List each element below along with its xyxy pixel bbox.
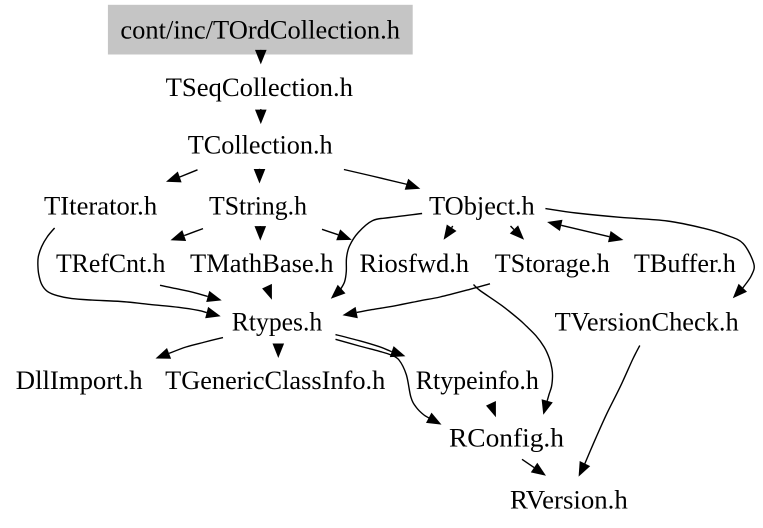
svg-text:DllImport.h: DllImport.h — [16, 365, 143, 395]
svg-text:TGenericClassInfo.h: TGenericClassInfo.h — [165, 365, 385, 395]
svg-text:cont/inc/TOrdCollection.h: cont/inc/TOrdCollection.h — [120, 15, 400, 45]
svg-text:TSeqCollection.h: TSeqCollection.h — [166, 72, 353, 102]
svg-text:Rtypeinfo.h: Rtypeinfo.h — [416, 365, 539, 395]
svg-text:TObject.h: TObject.h — [429, 191, 535, 221]
svg-text:TCollection.h: TCollection.h — [188, 130, 333, 160]
svg-text:RConfig.h: RConfig.h — [449, 423, 564, 453]
svg-text:Rtypes.h: Rtypes.h — [232, 307, 322, 337]
svg-text:TRefCnt.h: TRefCnt.h — [56, 248, 166, 278]
svg-text:TIterator.h: TIterator.h — [44, 191, 157, 221]
svg-text:TBuffer.h: TBuffer.h — [634, 248, 736, 278]
svg-text:TVersionCheck.h: TVersionCheck.h — [555, 307, 739, 337]
svg-text:TStorage.h: TStorage.h — [495, 248, 610, 278]
svg-text:TString.h: TString.h — [209, 191, 307, 221]
svg-text:TMathBase.h: TMathBase.h — [190, 248, 334, 278]
svg-text:RVersion.h: RVersion.h — [510, 485, 628, 515]
svg-text:Riosfwd.h: Riosfwd.h — [360, 248, 470, 278]
